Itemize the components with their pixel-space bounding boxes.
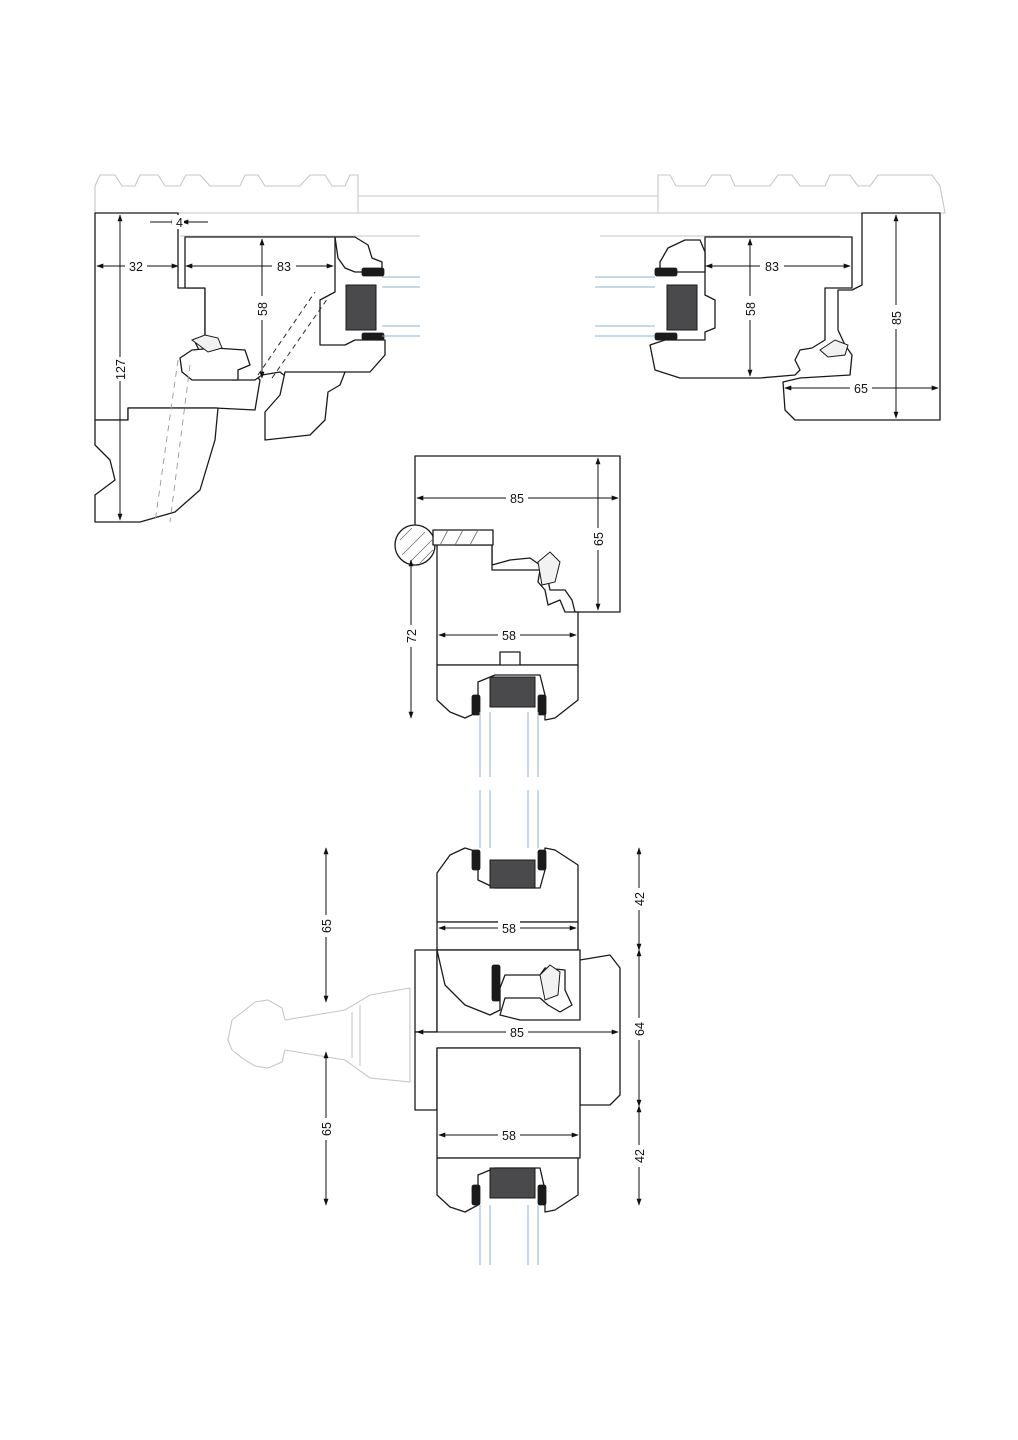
dim-sill-upper-sash-width: 58	[502, 922, 516, 936]
sill-section	[227, 790, 621, 1265]
dim-meeting-rail-width: 85	[510, 492, 524, 506]
dim-head-right-frame-depth: 65	[854, 382, 868, 396]
dim-head-left-outer-width: 32	[129, 260, 143, 274]
dim-head-left-frame-height: 127	[114, 359, 128, 380]
dim-meeting-rail-sash-width: 58	[502, 629, 516, 643]
dim-head-left-sash-width: 83	[277, 260, 291, 274]
dim-head-right-sash-height: 58	[744, 302, 758, 316]
dim-sill-lower-sash-width: 58	[502, 1129, 516, 1143]
dim-meeting-rail-height: 65	[592, 532, 606, 546]
ghost-cornice	[94, 174, 946, 237]
dim-sill-rail-height: 64	[633, 1022, 647, 1036]
dim-head-left-top-offset: 4	[176, 216, 183, 230]
dim-sill-lower-sash-height: 42	[633, 1149, 647, 1163]
dim-handle-upper: 65	[320, 919, 334, 933]
dim-head-right-sash-width: 83	[765, 260, 779, 274]
dim-meeting-rail-drop: 72	[405, 629, 419, 643]
dim-sill-upper-sash-height: 42	[633, 892, 647, 906]
dim-sill-rail-width: 85	[510, 1026, 524, 1040]
dim-head-right-frame-height: 85	[890, 311, 904, 325]
dim-head-left-sash-height: 58	[256, 302, 270, 316]
head-right-section	[595, 212, 941, 421]
dim-handle-lower: 65	[320, 1122, 334, 1136]
dimension-labels: 4 32 83 58 127 83 58 85 65 85 65 58 72 5…	[113, 215, 904, 1167]
